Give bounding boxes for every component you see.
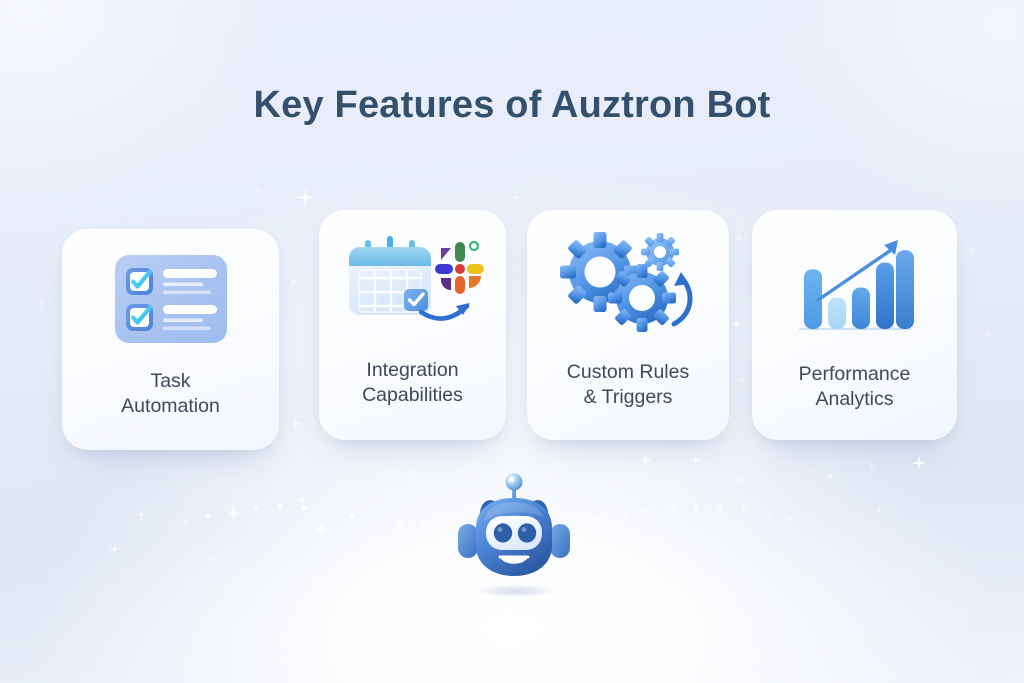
sparkle-icon <box>868 463 875 470</box>
checklist-icon <box>109 251 233 347</box>
sparkle-icon <box>205 556 213 564</box>
sparkle-icon <box>620 540 627 547</box>
gears-icon <box>556 232 700 338</box>
sparkle-icon <box>109 544 120 555</box>
sparkle-icon <box>737 476 745 484</box>
sparkle-icon <box>738 377 745 384</box>
sparkle-icon <box>876 506 883 513</box>
sparkle-icon <box>255 186 262 193</box>
sparkle-icon <box>912 456 926 470</box>
bar-chart-growth-icon <box>790 234 920 338</box>
sparkle-icon <box>690 455 701 466</box>
sparkle-icon <box>296 188 315 207</box>
feature-card-integration-capabilities[interactable]: Integration Capabilities <box>319 210 506 440</box>
sparkle-icon <box>313 521 330 538</box>
feature-card-task-automation[interactable]: Task Automation <box>62 229 279 450</box>
sparkle-icon <box>38 300 45 307</box>
sparkle-icon <box>735 234 743 242</box>
sparkle-icon <box>407 468 416 477</box>
sparkle-icon <box>297 495 308 506</box>
sparkle-icon <box>432 515 439 522</box>
sparkle-icon <box>137 510 146 519</box>
sparkle-icon <box>967 246 975 254</box>
auztron-bot-mascot[interactable] <box>452 472 576 590</box>
feature-card-label: Performance Analytics <box>798 363 911 410</box>
sparkle-icon <box>226 506 241 521</box>
feature-card-custom-rules-triggers[interactable]: Custom Rules & Triggers <box>527 210 729 440</box>
sparkle-icon <box>289 277 298 286</box>
mascot-shadow <box>476 584 556 598</box>
feature-card-performance-analytics[interactable]: Performance Analytics <box>752 210 957 440</box>
calendar-slack-arrow-icon <box>343 234 484 330</box>
sparkle-icon <box>290 418 301 429</box>
sparkle-icon <box>826 472 835 481</box>
sparkle-icon <box>639 454 652 467</box>
page-title: Key Features of Auztron Bot <box>253 84 771 126</box>
feature-card-label: Task Automation <box>121 370 220 417</box>
sparkle-icon <box>511 193 520 202</box>
sparkle-icon <box>731 318 742 329</box>
feature-card-label: Custom Rules & Triggers <box>566 361 690 408</box>
sparkle-icon <box>985 330 992 337</box>
feature-card-label: Integration Capabilities <box>362 359 463 406</box>
